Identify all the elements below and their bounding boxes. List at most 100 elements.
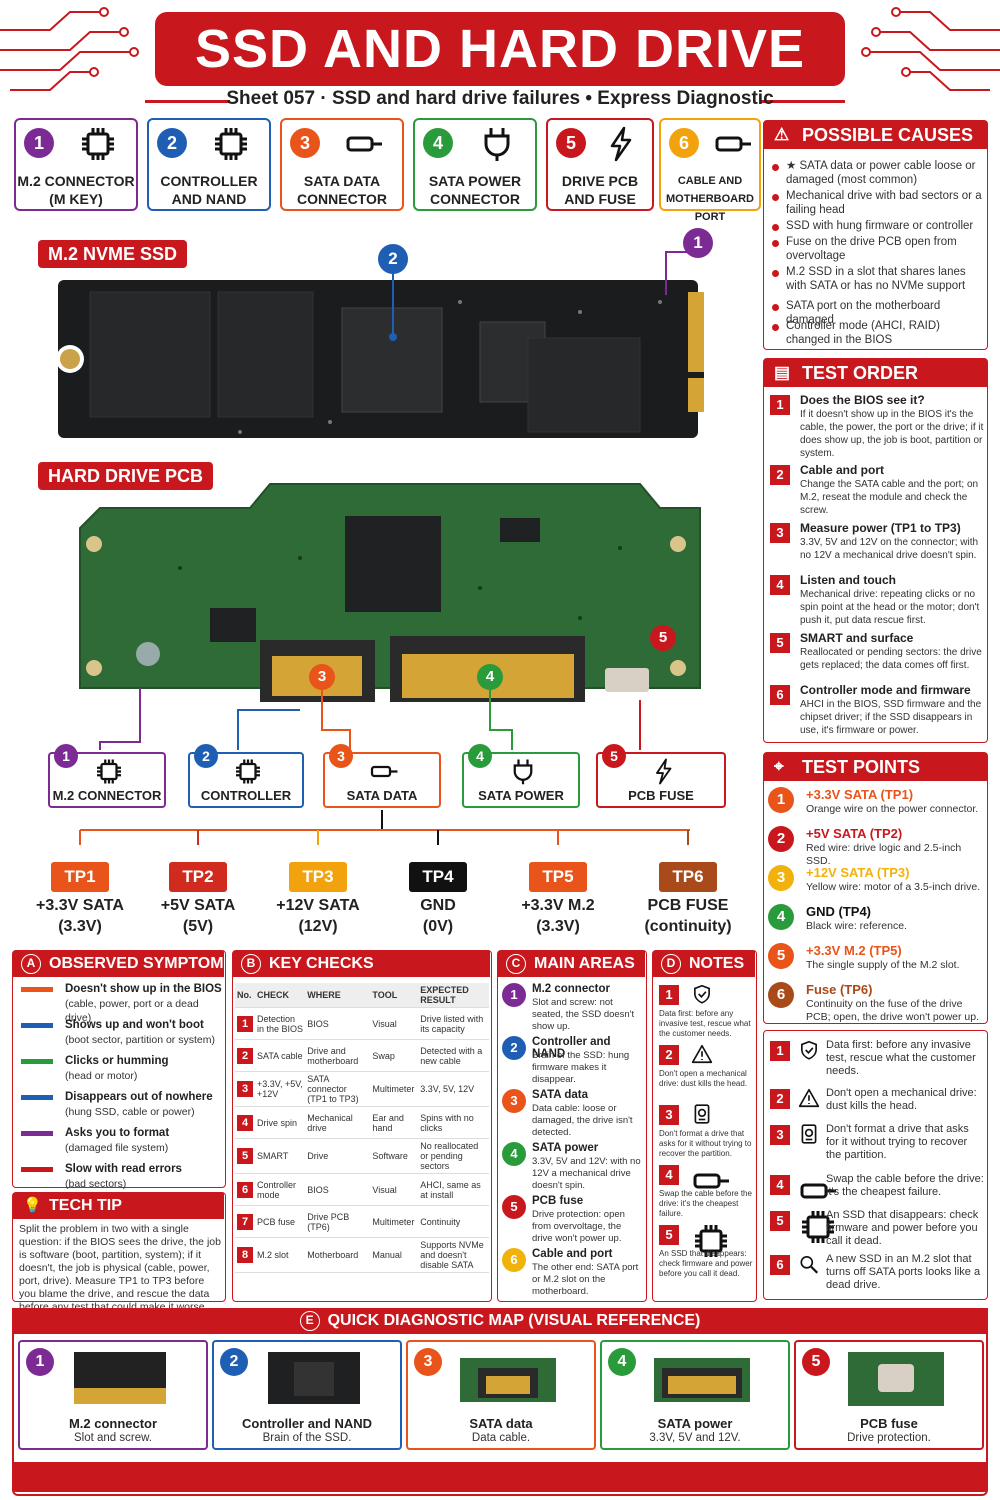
quick-map-title: M.2 connector: [68, 1416, 158, 1431]
quick-map-photo: [652, 1348, 752, 1408]
table-cell: Manual: [370, 1237, 419, 1273]
cause-bullet: [772, 164, 779, 171]
table-cell: 2: [235, 1039, 255, 1072]
test-order-number: 6: [770, 685, 790, 705]
chip-icon: [691, 1223, 731, 1264]
symptom-detail: (hung SSD, cable or power): [65, 1106, 195, 1118]
component-label-line1: CONTROLLER: [160, 173, 258, 189]
test-order-step-title: SMART and surface: [800, 631, 914, 645]
area-title: M.2 connector: [532, 983, 610, 995]
possible-causes-header: ⚠ POSSIBLE CAUSES: [764, 121, 987, 149]
table-cell: Drive: [305, 1138, 371, 1174]
safety-text: Swap the cable before the drive: it's th…: [826, 1173, 984, 1198]
test-point-voltage: (3.3V): [536, 918, 580, 935]
plug-icon: [477, 126, 517, 162]
table-cell: AHCI, same as at install: [418, 1173, 489, 1206]
test-order-step-title: Cable and port: [800, 463, 885, 477]
notes-header: D NOTES: [653, 951, 755, 977]
board-label-text: M.2 CONNECTOR: [52, 788, 162, 803]
test-order-step-title: Controller mode and firmware: [800, 683, 971, 697]
hdd-marker-sata-power: 4: [477, 664, 503, 690]
test-order-step-text: 3.3V, 5V and 12V on the connector; with …: [800, 537, 979, 561]
table-cell: Visual: [370, 1173, 419, 1206]
quick-map-number: 1: [26, 1348, 54, 1376]
area-title: SATA power: [532, 1142, 599, 1154]
board-label-connector-lines: [79, 688, 690, 845]
table-cell: Spins with no clicks: [418, 1106, 489, 1139]
test-point-signal: +12V SATA: [276, 897, 360, 914]
test-points-header: ⌖ TEST POINTS: [764, 753, 987, 781]
test-point-label: GND (0V): [368, 895, 508, 937]
table-cell: 7: [235, 1205, 255, 1238]
test-point-voltage: (0V): [422, 918, 454, 935]
area-number: 2: [502, 1036, 526, 1060]
test-point-number: 6: [768, 982, 794, 1008]
test-point-badge-tp2: TP2: [169, 862, 227, 892]
table-cell: Controller mode: [255, 1173, 306, 1206]
table-cell: Drive and motherboard: [305, 1039, 371, 1072]
symptom-color-bar: [21, 1023, 53, 1028]
test-point-desc: Continuity on the fuse of the drive PCB;…: [806, 998, 980, 1023]
symptom-title: OBSERVED SYMPTOM: [49, 955, 224, 972]
test-point-name: +5V SATA (TP2): [806, 826, 903, 841]
m2-ssd-board: [56, 280, 704, 438]
note-text: An SSD that disappears: check firmware a…: [659, 1249, 753, 1278]
quick-map-number: 2: [220, 1348, 248, 1376]
chip-icon: [798, 1209, 838, 1250]
board-label-number: 2: [194, 744, 218, 768]
check-number: 2: [237, 1047, 253, 1064]
quick-map-detail: Slot and screw.: [74, 1432, 152, 1444]
table-cell: Drive PCB (TP6): [305, 1205, 371, 1238]
check-number: 5: [237, 1148, 253, 1164]
board-label-number: 5: [602, 744, 626, 768]
test-point-name: GND (TP4): [806, 904, 871, 919]
board-label-text: PCB FUSE: [628, 788, 694, 803]
component-label-line1: M.2 CONNECTOR: [17, 173, 135, 189]
test-order-number: 5: [770, 633, 790, 653]
safety-number: 6: [770, 1255, 790, 1275]
area-detail: 3.3V, 5V and 12V: with no 12V a mechanic…: [532, 1156, 641, 1191]
cause-item: SSD with hung firmware or controller: [786, 220, 974, 232]
test-order-step-title: Listen and touch: [800, 573, 896, 587]
quick-map-title: SATA power: [657, 1416, 733, 1431]
symptom-color-bar: [21, 987, 53, 992]
tech-tip-panel: 💡 TECH TIP Split the problem in two with…: [12, 1192, 226, 1313]
page-title: SSD AND HARD DRIVE: [155, 12, 845, 86]
test-point-voltage: (3.3V): [58, 918, 102, 935]
symptom-detail: (cable, power, port or a dead drive): [65, 998, 199, 1024]
symptom-panel: A OBSERVED SYMPTOM Doesn't show up in th…: [12, 950, 226, 1190]
area-title: SATA data: [532, 1089, 589, 1101]
drive-icon: [798, 1123, 820, 1150]
test-point-number: 2: [768, 826, 794, 852]
note-text: Don't format a drive that asks for it wi…: [659, 1129, 752, 1158]
quick-map-title: SATA data: [469, 1416, 533, 1431]
table-cell: Swap: [370, 1039, 419, 1072]
area-number: 5: [502, 1195, 526, 1219]
quick-map-number: 5: [802, 1348, 830, 1376]
area-detail: Brain of the SSD: hung firmware makes it…: [532, 1050, 630, 1085]
cable-icon: [369, 758, 399, 787]
key-checks-header: B KEY CHECKS: [233, 951, 490, 977]
footer-bar: [12, 1462, 988, 1492]
check-number: 4: [237, 1114, 253, 1131]
test-point-signal: GND: [420, 897, 456, 914]
table-cell: BIOS: [305, 1173, 371, 1206]
test-point-name: +3.3V SATA (TP1): [806, 787, 914, 802]
table-cell: 1: [235, 1007, 255, 1040]
check-number: 6: [237, 1181, 253, 1198]
shield-icon: [798, 1039, 820, 1066]
symptom-title: Asks you to format: [65, 1127, 170, 1139]
table-cell: 3.3V, 5V, 12V: [418, 1071, 489, 1107]
note-number: 4: [659, 1165, 679, 1185]
key-checks-column-header: CHECK: [255, 983, 306, 1008]
